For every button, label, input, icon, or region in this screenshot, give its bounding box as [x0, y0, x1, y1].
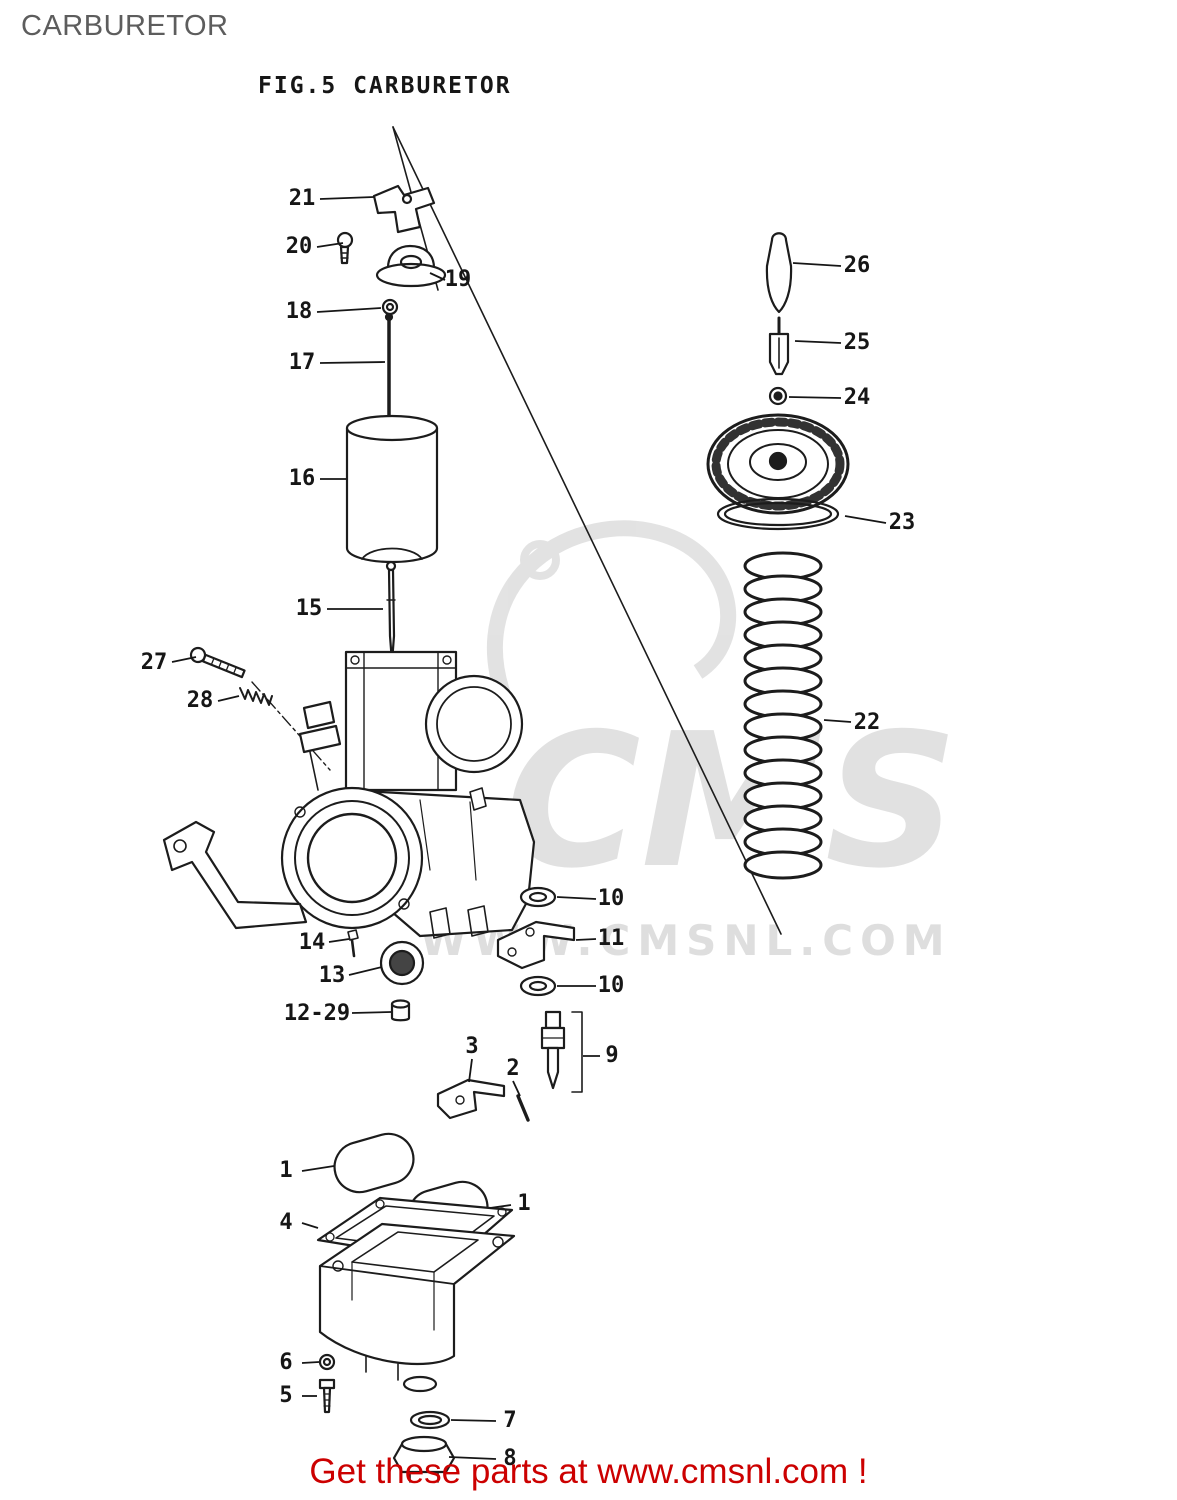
part-15-needle: [385, 560, 397, 664]
callout-label-10: 10: [598, 973, 625, 998]
callout-line-28: [217, 695, 240, 702]
part-27-screw: [189, 646, 246, 679]
footer-link-text[interactable]: Get these parts at www.cmsnl.com !: [309, 1452, 868, 1491]
part-3-float-arm: [436, 1078, 506, 1120]
callout-line-21: [319, 196, 375, 200]
callout-label-6: 6: [279, 1350, 292, 1375]
callout-label-16: 16: [289, 466, 316, 491]
part-12-29-plug: [390, 999, 411, 1022]
part-19-cap: [375, 244, 447, 288]
callout-label-24: 24: [844, 385, 871, 410]
callout-label-28: 28: [187, 688, 214, 713]
leader-line-long: [392, 126, 782, 935]
watermark: CMS WWW.CMSNL.COM: [420, 520, 958, 965]
callout-line-22: [823, 719, 852, 723]
callout-line-25: [794, 340, 842, 344]
callout-label-20: 20: [286, 234, 313, 259]
callout-line-4: [301, 1222, 319, 1229]
callout-label-10: 10: [598, 886, 625, 911]
centerline: [251, 681, 331, 771]
part-2-pin: [516, 1094, 530, 1122]
callout-label-22: 22: [854, 710, 881, 735]
callout-line-14: [328, 938, 350, 943]
callout-label-14: 14: [299, 930, 326, 955]
callout-line-11: [575, 938, 597, 941]
part-carburetor-body: [162, 650, 536, 939]
part-24-ring: [768, 386, 788, 406]
part-18-ring: [381, 298, 399, 316]
part-8-drain-plug: [392, 1435, 456, 1483]
callout-label-1: 1: [517, 1191, 530, 1216]
callout-label-23: 23: [889, 510, 916, 535]
callout-line-20: [316, 242, 344, 248]
callout-label-11: 11: [598, 926, 625, 951]
part-10-washer-lower: [519, 975, 557, 997]
callout-label-9: 9: [605, 1043, 618, 1068]
callout-line-24: [788, 396, 842, 399]
part-5-screw: [318, 1378, 336, 1414]
callout-label-4: 4: [279, 1210, 292, 1235]
callout-label-12-29: 12-29: [284, 1001, 350, 1026]
callout-line-3: [468, 1058, 473, 1083]
part-17-rod: [384, 312, 394, 426]
callout-label-15: 15: [296, 596, 323, 621]
part-14-screw: [347, 929, 359, 958]
callout-line-7: [450, 1419, 497, 1422]
callout-line-1: [301, 1165, 335, 1172]
callout-label-13: 13: [319, 963, 346, 988]
part-21-bracket: [372, 184, 436, 234]
part-6-washer: [318, 1353, 336, 1371]
callout-label-27: 27: [141, 650, 168, 675]
watermark-swirl: [520, 540, 560, 580]
callout-line-23: [844, 515, 887, 524]
callout-label-8: 8: [503, 1446, 516, 1471]
part-20-screw: [336, 231, 354, 265]
callout-line-19: [429, 272, 446, 281]
callout-label-18: 18: [286, 299, 313, 324]
callout-label-1: 1: [279, 1158, 292, 1183]
part-10-washer-upper: [519, 886, 557, 908]
part-26-plunger: [765, 232, 793, 314]
callout-label-3: 3: [465, 1034, 478, 1059]
part-16-throttle-slide: [345, 414, 439, 564]
footer-promo: Get these parts at www.cmsnl.com !: [0, 1452, 1177, 1492]
callout-label-21: 21: [289, 186, 316, 211]
callout-line-27: [171, 656, 197, 663]
callout-label-25: 25: [844, 330, 871, 355]
callout-layer: 212019181716152728141312-291011109321146…: [141, 186, 916, 1471]
callout-line-2: [512, 1080, 521, 1097]
callout-line-10: [556, 896, 597, 900]
callout-label-19: 19: [445, 267, 472, 292]
callout-line-13: [348, 966, 383, 976]
part-9-needle-valve: [540, 1010, 583, 1093]
callout-line-18: [316, 307, 382, 313]
callout-label-2: 2: [506, 1056, 519, 1081]
part-23-cap: [706, 413, 850, 531]
callout-label-7: 7: [503, 1408, 516, 1433]
callout-line-1: [489, 1204, 512, 1209]
callout-line-8: [448, 1456, 497, 1460]
part-25-adjuster: [768, 316, 790, 376]
part-7-oring: [409, 1410, 451, 1430]
callout-line-6: [301, 1361, 320, 1364]
callout-line-26: [792, 262, 842, 267]
part-11-plate: [496, 920, 576, 970]
watermark-main-text: CMS: [505, 693, 958, 909]
callout-label-26: 26: [844, 253, 871, 278]
part-float-bowl: [318, 1222, 516, 1393]
part-22-spring: [743, 551, 823, 880]
callout-label-5: 5: [279, 1383, 292, 1408]
part-28-spring: [239, 687, 273, 706]
page-title: CARBURETOR: [21, 10, 229, 42]
callout-line-12-29: [351, 1011, 392, 1014]
part-13-ring: [379, 940, 425, 986]
callout-line-17: [319, 361, 386, 364]
diagram-linework: [162, 126, 850, 1483]
callout-label-17: 17: [289, 350, 316, 375]
figure-label: FIG.5 CARBURETOR: [258, 73, 512, 99]
